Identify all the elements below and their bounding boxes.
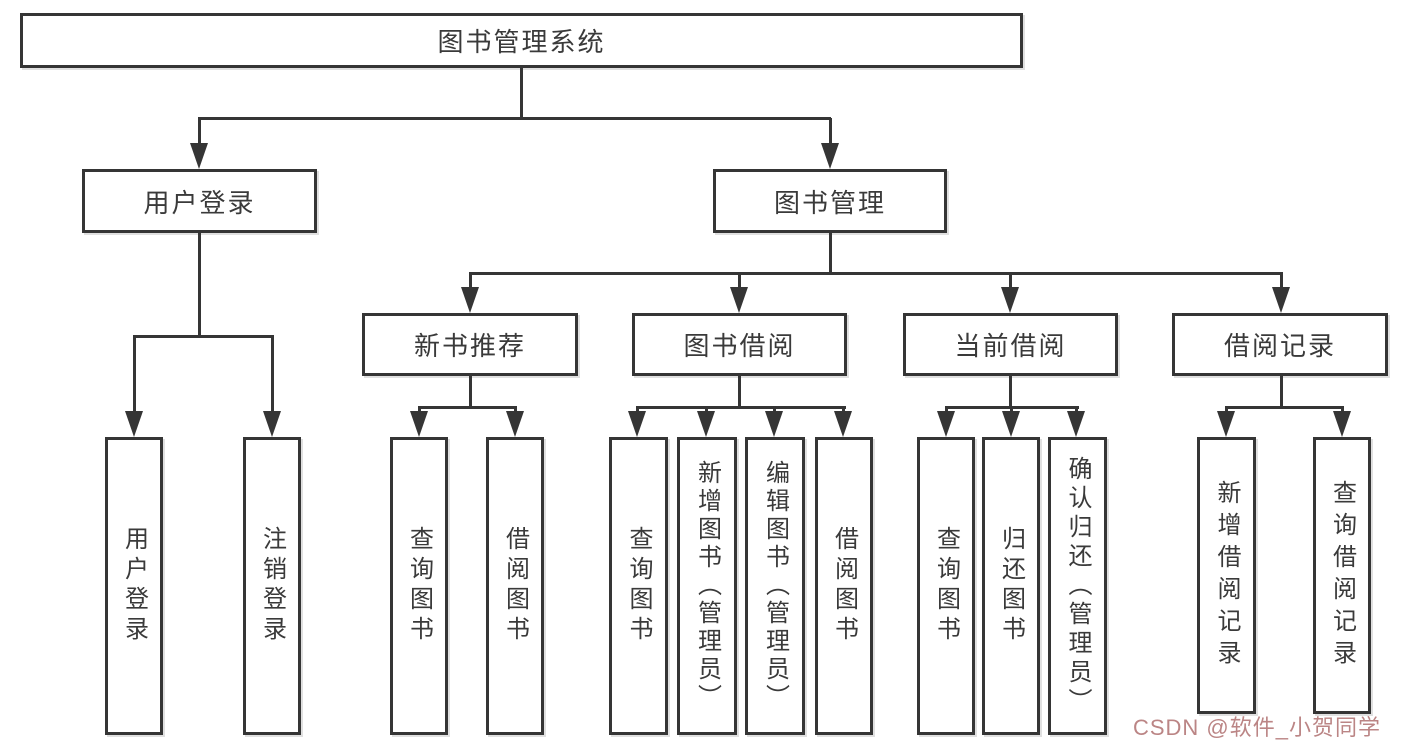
leaf-user-login: 用户登录 (105, 437, 163, 735)
arrowhead-down (1272, 287, 1290, 313)
node-book-borrowing: 图书借阅 (632, 313, 847, 376)
arrowhead-down (730, 287, 748, 313)
connector-stem (1280, 274, 1283, 290)
leaf-add-borrow-record: 新增借阅记录 (1197, 437, 1256, 714)
connector-stem (738, 375, 741, 409)
leaf-add-books-admin: 新增图书（管理员） (677, 437, 737, 735)
connector-stem (829, 118, 832, 146)
connector-stem (133, 337, 136, 414)
arrowhead-down (937, 411, 955, 437)
node-root-library-system: 图书管理系统 (20, 13, 1023, 68)
arrowhead-down (1067, 411, 1085, 437)
node-label: 图书管理系统 (437, 27, 606, 57)
arrowhead-down (190, 143, 208, 169)
connector-root-stem (520, 68, 523, 120)
connector-level1-rail (198, 117, 831, 120)
arrowhead-down (1001, 287, 1019, 313)
leaf-return-books: 归还图书 (982, 437, 1040, 735)
node-label: 查询图书 (932, 526, 960, 646)
node-label: 用户登录 (143, 187, 256, 218)
arrowhead-down (461, 287, 479, 313)
arrowhead-down (410, 411, 428, 437)
connector-stem (738, 274, 741, 290)
leaf-confirm-return-admin: 确认归还（管理员） (1048, 437, 1107, 735)
node-label: 借阅图书 (501, 526, 529, 646)
connector-stem (198, 118, 201, 146)
node-label: 归还图书 (997, 526, 1025, 646)
arrowhead-down (697, 411, 715, 437)
connector-stem (469, 274, 472, 290)
node-label: 查询借阅记录 (1328, 479, 1356, 672)
arrowhead-down (834, 411, 852, 437)
arrowhead-down (125, 411, 143, 437)
leaf-query-borrow-record: 查询借阅记录 (1313, 437, 1371, 714)
node-label: 确认归还（管理员） (1064, 455, 1091, 717)
leaf-query-books-1: 查询图书 (390, 437, 448, 735)
connector-stem (271, 337, 274, 414)
arrowhead-down (765, 411, 783, 437)
leaf-query-books-3: 查询图书 (917, 437, 975, 735)
leaf-borrow-books-1: 借阅图书 (486, 437, 544, 735)
connector-stem (1009, 375, 1012, 409)
arrowhead-down (1217, 411, 1235, 437)
connector-stem (1280, 375, 1283, 409)
node-current-borrowing: 当前借阅 (903, 313, 1118, 376)
csdn-watermark: CSDN @软件_小贺同学 (1132, 715, 1381, 740)
node-borrow-records: 借阅记录 (1172, 313, 1388, 376)
leaf-edit-books-admin: 编辑图书（管理员） (745, 437, 805, 735)
arrowhead-down (628, 411, 646, 437)
connector-level2-rail (469, 272, 1283, 275)
node-label: 图书管理 (773, 187, 886, 218)
node-label: 图书借阅 (683, 331, 796, 361)
node-user-login: 用户登录 (82, 169, 317, 233)
arrowhead-down (1333, 411, 1351, 437)
connector-rail (418, 406, 517, 409)
connector-rail (945, 406, 1079, 409)
arrowhead-down (506, 411, 524, 437)
node-label: 当前借阅 (954, 331, 1067, 361)
node-label: 新书推荐 (413, 331, 526, 361)
node-label: 查询图书 (405, 526, 433, 646)
connector-rail (1225, 406, 1344, 409)
connector-bookmgmt-stem (829, 233, 832, 275)
connector-stem (469, 375, 472, 409)
connector-userlogin-rail (133, 335, 274, 338)
connector-rail (636, 406, 846, 409)
connector-stem (1009, 274, 1012, 290)
node-book-management: 图书管理 (713, 169, 947, 233)
leaf-logout: 注销登录 (243, 437, 301, 735)
node-label: 注销登录 (258, 526, 286, 646)
arrowhead-down (821, 143, 839, 169)
leaf-borrow-books-2: 借阅图书 (815, 437, 873, 735)
connector-userlogin-stem (198, 233, 201, 338)
leaf-query-books-2: 查询图书 (609, 437, 668, 735)
node-label: 新增图书（管理员） (693, 460, 721, 712)
node-label: 借阅图书 (830, 526, 858, 646)
node-new-book-recommend: 新书推荐 (362, 313, 578, 376)
node-label: 编辑图书（管理员） (761, 460, 789, 712)
node-label: 借阅记录 (1223, 331, 1336, 361)
arrowhead-down (1002, 411, 1020, 437)
node-label: 查询图书 (625, 526, 652, 646)
node-label: 新增借阅记录 (1213, 479, 1240, 672)
arrowhead-down (263, 411, 281, 437)
node-label: 用户登录 (120, 526, 148, 646)
